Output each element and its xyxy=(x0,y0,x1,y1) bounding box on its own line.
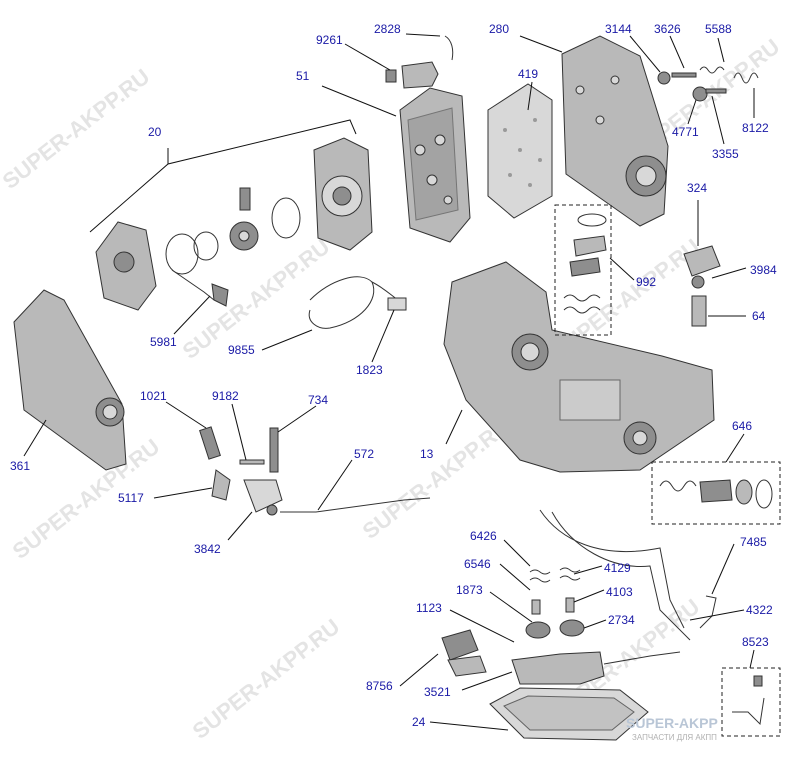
part-324-group xyxy=(683,245,721,327)
callout-3521: 3521 xyxy=(424,685,451,699)
callout-64: 64 xyxy=(752,309,766,323)
brand-tagline: ЗАПЧАСТИ ДЛЯ АКПП xyxy=(632,733,717,742)
watermark-1: SUPER-AKPP.RU xyxy=(0,64,154,194)
callout-20: 20 xyxy=(148,125,162,139)
brand-name: SUPER-AKPP xyxy=(626,715,718,731)
callout-4771: 4771 xyxy=(672,125,699,139)
callout-5117: 5117 xyxy=(118,491,144,505)
part-valve-body xyxy=(399,87,471,243)
part-cooler-lines xyxy=(539,509,717,641)
callout-8523: 8523 xyxy=(742,635,769,649)
part-361-pan xyxy=(13,289,127,471)
part-646-group xyxy=(651,461,781,525)
callout-51: 51 xyxy=(296,69,310,83)
part-linkage xyxy=(211,469,283,516)
part-separator-plate xyxy=(487,83,553,219)
callout-2734: 2734 xyxy=(608,613,635,627)
callout-5588: 5588 xyxy=(705,22,732,36)
part-8523-group xyxy=(721,667,781,737)
callout-3626: 3626 xyxy=(654,22,681,36)
callout-labels: 2828 9261 280 3144 3626 5588 51 419 4771… xyxy=(10,22,777,729)
watermark-6: SUPER-AKPP.RU xyxy=(188,614,345,744)
callout-9182: 9182 xyxy=(212,389,239,403)
part-valve-springs xyxy=(525,567,585,639)
callout-9261: 9261 xyxy=(316,33,343,47)
callout-3144: 3144 xyxy=(605,22,632,36)
part-992-group xyxy=(554,204,612,336)
callout-361: 361 xyxy=(10,459,30,473)
callout-1873: 1873 xyxy=(456,583,483,597)
callout-572: 572 xyxy=(354,447,374,461)
callout-992: 992 xyxy=(636,275,656,289)
callout-9855: 9855 xyxy=(228,343,255,357)
callout-4103: 4103 xyxy=(606,585,633,599)
callout-324: 324 xyxy=(687,181,707,195)
callout-4129: 4129 xyxy=(604,561,631,575)
callout-24: 24 xyxy=(412,715,426,729)
part-24-pan xyxy=(489,687,649,741)
callout-280: 280 xyxy=(489,22,509,36)
part-rods xyxy=(199,426,279,473)
callout-734: 734 xyxy=(308,393,328,407)
leader-lines xyxy=(23,33,755,731)
callout-1123: 1123 xyxy=(416,601,442,615)
callout-13: 13 xyxy=(420,447,434,461)
watermark-3: SUPER-AKPP.RU xyxy=(358,414,515,544)
callout-7485: 7485 xyxy=(740,535,767,549)
part-5981 xyxy=(171,269,229,307)
callout-1823: 1823 xyxy=(356,363,383,377)
brand-logo: SUPER-AKPP ЗАПЧАСТИ ДЛЯ АКПП xyxy=(626,715,718,742)
callout-3355: 3355 xyxy=(712,147,739,161)
part-overdrive-assembly xyxy=(95,137,373,311)
callout-3842: 3842 xyxy=(194,542,221,556)
part-wiring-harness xyxy=(308,276,407,329)
callout-6546: 6546 xyxy=(464,557,491,571)
part-572-rod xyxy=(280,497,431,513)
part-transfer-plate xyxy=(561,35,669,227)
part-lower-body xyxy=(441,629,681,685)
callout-6426: 6426 xyxy=(470,529,497,543)
callout-3984: 3984 xyxy=(750,263,777,277)
part-main-case xyxy=(443,261,715,473)
callout-4322: 4322 xyxy=(746,603,773,617)
callout-8756: 8756 xyxy=(366,679,393,693)
callout-419: 419 xyxy=(518,67,538,81)
part-accumulator-parts xyxy=(657,66,759,102)
callout-646: 646 xyxy=(732,419,752,433)
callout-5981: 5981 xyxy=(150,335,177,349)
callout-1021: 1021 xyxy=(140,389,167,403)
callout-8122: 8122 xyxy=(742,121,769,135)
callout-2828: 2828 xyxy=(374,22,401,36)
part-sensor-bracket xyxy=(385,35,454,89)
